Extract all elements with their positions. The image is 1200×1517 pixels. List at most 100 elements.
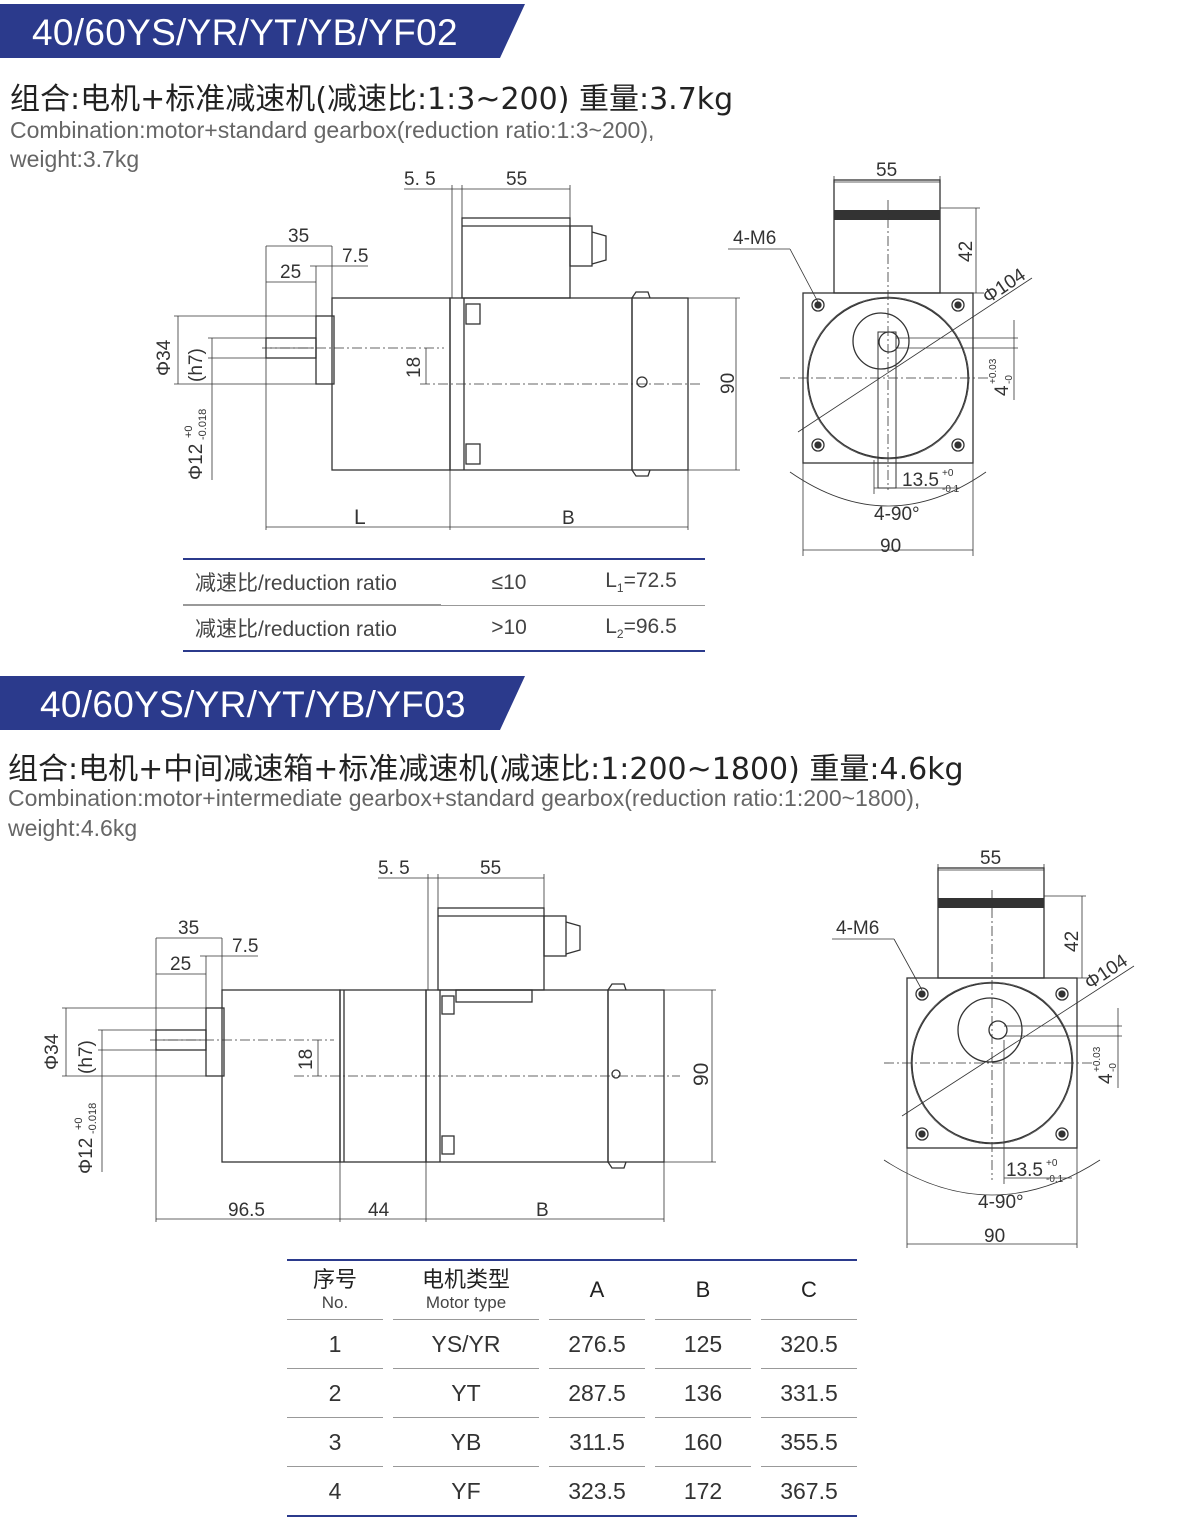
dim-gearbox-length: 96.5: [228, 1200, 265, 1221]
section-1-zh-description: 组合:电机+标准减速机(减速比:1:3~200) 重量:3.7kg: [10, 82, 734, 117]
front-dim-width: 55: [980, 848, 1001, 869]
dim-intermediate-length: 44: [368, 1200, 390, 1221]
ratio-condition-cell: ≤10: [441, 558, 577, 605]
front-offset-tol-up: +0: [942, 468, 954, 479]
front-offset-tol-down: -0.1: [942, 484, 960, 495]
cell-b: 125: [655, 1320, 751, 1369]
cell-no: 3: [287, 1418, 383, 1467]
section-2-en-description-line2: weight:4.6kg: [8, 815, 138, 841]
front-dim-height: 42: [1062, 931, 1083, 952]
dim-shaft-tol-down: -0.018: [87, 1103, 99, 1134]
dim-boss-length: 35: [288, 226, 309, 247]
ratio-label-cell: 减速比/reduction ratio: [183, 605, 441, 652]
ground-screw: [636, 376, 648, 388]
gearbox-body: [331, 297, 451, 471]
output-hub: [957, 997, 1023, 1063]
banner-shape: [0, 676, 525, 730]
cell-motor-type: YF: [393, 1467, 539, 1517]
cell-b: 160: [655, 1418, 751, 1467]
dim-B: B: [536, 1200, 549, 1221]
dim-shaft-length: 25: [170, 954, 191, 975]
dim-boss-length: 35: [178, 918, 199, 939]
header-a: A: [549, 1259, 645, 1320]
section-1-en-description-line1: Combination:motor+standard gearbox(reduc…: [10, 117, 655, 143]
dim-B: B: [562, 508, 575, 529]
ratio-value-cell: L1=72.5: [577, 558, 705, 605]
dim-shaft-diameter: Φ12: [76, 1138, 97, 1174]
dim-gap: 5. 5: [378, 858, 410, 879]
cell-a: 287.5: [549, 1369, 645, 1418]
dim-L: L: [354, 506, 366, 529]
dim-offset: 18: [404, 357, 425, 378]
cell-c: 320.5: [761, 1320, 857, 1369]
dim-gap: 5. 5: [404, 169, 436, 190]
front-key-label: 4: [1096, 1073, 1117, 1084]
cable-gland: [543, 915, 567, 957]
dim-shaft-tol-up: +0: [73, 1117, 85, 1130]
front-terminal-box: [937, 867, 1045, 979]
terminal-box: [437, 907, 545, 991]
cell-b: 172: [655, 1467, 751, 1517]
shaft-bore: [988, 1020, 1008, 1040]
front-square-label: 90: [984, 1226, 1005, 1247]
front-bolt-label: 4-M6: [836, 918, 879, 939]
ratio-value-cell: L2=96.5: [577, 605, 705, 652]
section-2-banner: 40/60YS/YR/YT/YB/YF03: [0, 676, 530, 730]
section-1-title: 40/60YS/YR/YT/YB/YF02: [32, 12, 458, 53]
section-2-drawing: 5. 5 55 35 7.5 25 Φ34 (h7) Φ12 +0 -0.018…: [42, 848, 1135, 1248]
table-row: 减速比/reduction ratio ≤10 L1=72.5: [183, 558, 705, 605]
cell-c: 367.5: [761, 1467, 857, 1517]
front-angle-label: 4-90°: [874, 504, 920, 525]
front-key-tol-down: -0: [1108, 1063, 1119, 1072]
section-1-drawing: 5. 5 55 35 7.5 25 Φ34 (h7) Φ12 +0 -0.018…: [154, 160, 1033, 557]
dim-height: 90: [718, 373, 739, 394]
banner-shape: [0, 4, 525, 58]
cell-a: 323.5: [549, 1467, 645, 1517]
front-dim-width: 55: [876, 160, 897, 181]
cell-motor-type: YS/YR: [393, 1320, 539, 1369]
ratio-label-cell: 减速比/reduction ratio: [183, 558, 441, 605]
cell-a: 276.5: [549, 1320, 645, 1369]
front-key-label: 4: [992, 385, 1013, 396]
cell-c: 355.5: [761, 1418, 857, 1467]
front-dim-height: 42: [956, 241, 977, 262]
front-offset-tol-down: -0.1: [1046, 1174, 1064, 1185]
dim-terminal-width: 55: [506, 169, 527, 190]
front-offset-tol-up: +0: [1046, 1158, 1058, 1169]
header-c: C: [761, 1259, 857, 1320]
front-square-label: 90: [880, 536, 901, 557]
front-offset-label: 13.5: [1006, 1160, 1043, 1181]
gearbox-boss: [315, 315, 335, 385]
dim-step: 7.5: [232, 936, 258, 957]
front-terminal-box: [833, 179, 941, 294]
terminal-box: [461, 217, 571, 299]
cell-c: 331.5: [761, 1369, 857, 1418]
front-key-tol-up: +0.03: [1092, 1046, 1103, 1072]
front-pcd-label: Φ104: [979, 264, 1030, 308]
section-1-banner: 40/60YS/YR/YT/YB/YF02: [0, 4, 530, 58]
gearbox-body: [221, 989, 341, 1163]
front-offset-label: 13.5: [902, 470, 939, 491]
dim-shaft-tol-down: -0.018: [197, 409, 209, 440]
front-pcd-label: Φ104: [1081, 950, 1132, 994]
cable-gland: [569, 225, 593, 267]
section-2-title: 40/60YS/YR/YT/YB/YF03: [40, 684, 466, 725]
front-key-tol-down: -0: [1004, 375, 1015, 384]
section-2-en-description-line1: Combination:motor+intermediate gearbox+s…: [8, 785, 921, 811]
cell-b: 136: [655, 1369, 751, 1418]
dim-offset: 18: [296, 1049, 317, 1070]
cell-no: 1: [287, 1320, 383, 1369]
ground-screw: [611, 1069, 621, 1079]
section-2-dimension-labels: 5. 5 55 35 7.5 25 Φ34 (h7) Φ12 +0 -0.018…: [42, 848, 1132, 1247]
bolt-holes: [915, 987, 1069, 1141]
section-1-en-description-line2: weight:3.7kg: [10, 146, 140, 172]
dim-terminal-width: 55: [480, 858, 501, 879]
output-hub: [852, 312, 910, 370]
